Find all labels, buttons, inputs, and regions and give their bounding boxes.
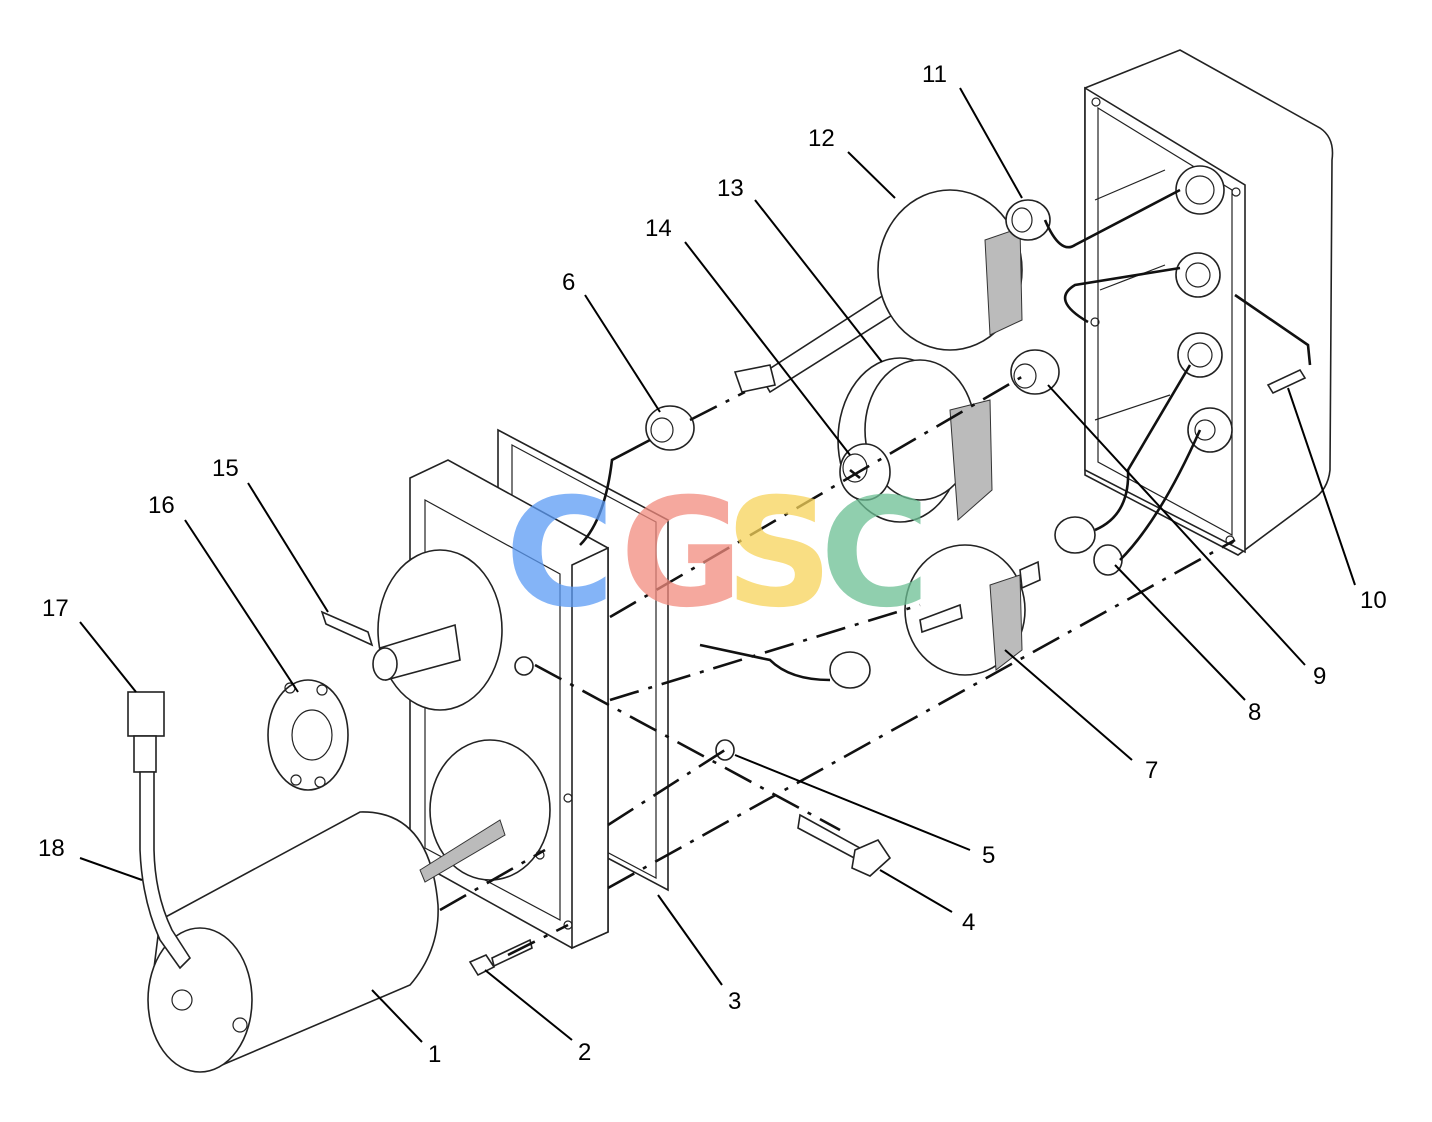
part-18-wire	[139, 771, 192, 970]
part-4-bolt	[797, 813, 892, 877]
part-16-adapter-plate	[267, 679, 349, 791]
part-15-pin	[320, 610, 374, 647]
part-11-bushing	[1005, 199, 1051, 241]
callout-10: 10	[1360, 587, 1387, 614]
callout-18: 18	[38, 835, 65, 862]
part-17-connector	[127, 691, 165, 773]
callout-labels: 1 2 3 4 5 6 7 8 9 10 11 12 13 14 15 16 1…	[38, 61, 1387, 1068]
watermark-letter-4: C	[820, 467, 930, 641]
part-1-motor	[147, 811, 506, 1073]
part-2-bolt	[468, 938, 533, 977]
part-8-spacer	[829, 516, 1123, 689]
gearbox-cover	[1084, 49, 1334, 556]
callout-1: 1	[428, 1041, 441, 1068]
callout-17: 17	[42, 595, 69, 622]
leader-8	[1114, 564, 1246, 701]
watermark-logo: C G S C	[505, 467, 930, 641]
callout-2: 2	[578, 1039, 591, 1066]
callout-5: 5	[982, 842, 995, 869]
part-7-gear	[904, 544, 1041, 676]
leader-4	[879, 869, 953, 913]
leader-13	[754, 199, 883, 363]
leader-16	[184, 519, 299, 693]
callout-11: 11	[922, 61, 947, 88]
callout-16: 16	[148, 492, 175, 519]
part-10-pin	[1234, 293, 1312, 395]
callout-15: 15	[212, 455, 239, 482]
leader-18	[79, 857, 143, 881]
leader-1	[371, 989, 423, 1043]
leader-2	[484, 969, 573, 1041]
callout-13: 13	[717, 175, 744, 202]
leader-lines	[79, 87, 1356, 1043]
leader-12	[847, 151, 896, 199]
callout-12: 12	[808, 125, 835, 152]
watermark-letter-3: S	[725, 467, 833, 641]
callout-7: 7	[1145, 757, 1158, 784]
callout-14: 14	[645, 215, 672, 242]
watermark-letter-1: C	[505, 467, 615, 641]
leader-7	[1004, 649, 1133, 761]
leader-3	[657, 894, 723, 986]
callout-8: 8	[1248, 699, 1261, 726]
leader-15	[247, 482, 329, 613]
leader-11	[959, 87, 1023, 199]
part-9-bushing	[1010, 349, 1060, 395]
part-14-hub	[839, 443, 891, 501]
part-5-washer	[715, 739, 735, 761]
callout-4: 4	[962, 909, 975, 936]
leader-6	[584, 294, 661, 413]
leader-5	[734, 754, 971, 851]
leader-17	[79, 621, 137, 693]
output-shaft	[372, 623, 461, 681]
leader-10	[1287, 387, 1356, 586]
watermark-letter-2: G	[620, 467, 743, 641]
callout-6: 6	[562, 269, 575, 296]
callout-3: 3	[728, 988, 741, 1015]
leader-14	[684, 241, 851, 456]
part-6-bushing	[645, 405, 695, 451]
leader-9	[1047, 384, 1306, 666]
callout-9: 9	[1313, 663, 1326, 690]
